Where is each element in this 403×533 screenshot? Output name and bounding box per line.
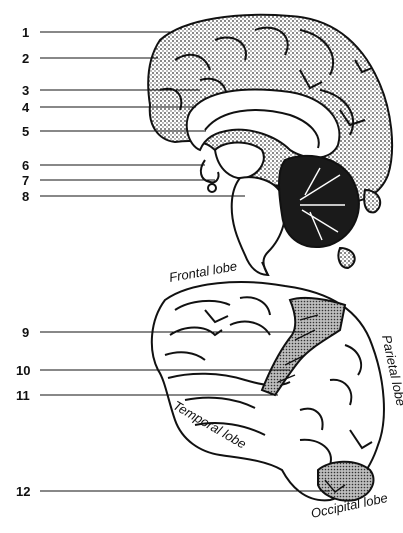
- label-5: 5: [22, 124, 29, 139]
- label-11: 11: [16, 388, 30, 403]
- label-12: 12: [16, 484, 30, 499]
- label-8: 8: [22, 189, 29, 204]
- label-1: 1: [22, 25, 29, 40]
- label-10: 10: [16, 363, 30, 378]
- thalamus: [215, 143, 264, 179]
- label-4: 4: [22, 100, 30, 115]
- sagittal-brain: [148, 15, 392, 275]
- frontal-lobe-label: Frontal lobe: [168, 258, 238, 285]
- label-3: 3: [22, 83, 29, 98]
- lateral-brain: [152, 282, 384, 501]
- brainstem: [232, 177, 285, 275]
- label-9: 9: [22, 325, 29, 340]
- label-7: 7: [22, 173, 29, 188]
- label-6: 6: [22, 158, 29, 173]
- label-2: 2: [22, 51, 29, 66]
